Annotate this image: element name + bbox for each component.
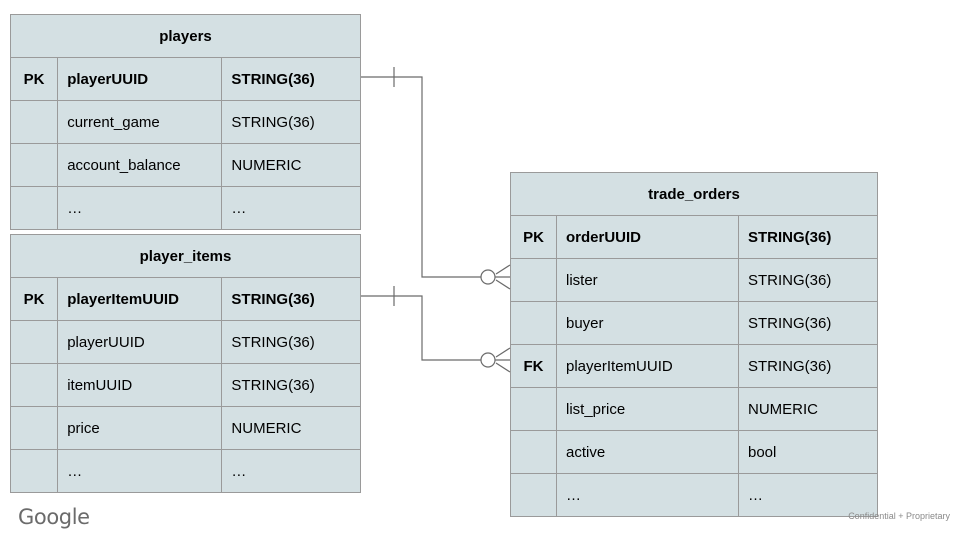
cardinality-zero-circle-2: [480, 352, 496, 368]
table-row[interactable]: itemUUID STRING(36): [9, 363, 361, 407]
row-field-name: active: [556, 430, 739, 474]
entity-player-items[interactable]: player_items PK playerItemUUID STRING(36…: [9, 234, 361, 493]
row-field-type: …: [221, 186, 361, 230]
row-field-type: STRING(36): [738, 215, 878, 259]
table-row[interactable]: playerUUID STRING(36): [9, 320, 361, 364]
table-row[interactable]: … …: [9, 186, 361, 230]
cardinality-zero-circle-1: [480, 269, 496, 285]
row-key-badge: [9, 143, 59, 187]
confidentiality-note: Confidential + Proprietary: [848, 511, 950, 521]
row-field-type: STRING(36): [221, 363, 361, 407]
row-field-name: price: [57, 406, 223, 450]
row-key-badge: [510, 301, 557, 345]
crows-foot-2: [495, 347, 511, 373]
row-key-badge: PK: [9, 57, 59, 101]
row-field-type: STRING(36): [738, 344, 878, 388]
row-field-name: itemUUID: [57, 363, 223, 407]
row-field-name: playerItemUUID: [57, 277, 223, 321]
row-field-name: account_balance: [57, 143, 223, 187]
row-field-name: …: [57, 186, 223, 230]
connector-line-2: [361, 295, 488, 361]
crows-foot-1: [495, 264, 511, 290]
table-row[interactable]: active bool: [510, 430, 878, 474]
row-field-name: playerItemUUID: [556, 344, 739, 388]
row-field-type: …: [738, 473, 878, 517]
entity-title-player-items: player_items: [10, 234, 361, 278]
row-field-name: list_price: [556, 387, 739, 431]
row-key-badge: PK: [510, 215, 557, 259]
row-field-name: lister: [556, 258, 739, 302]
entity-players[interactable]: players PK playerUUID STRING(36) current…: [9, 14, 361, 230]
row-key-badge: [9, 449, 59, 493]
row-field-type: STRING(36): [738, 301, 878, 345]
row-key-badge: [9, 363, 59, 407]
row-key-badge: [9, 320, 59, 364]
row-key-badge: PK: [9, 277, 59, 321]
entity-title-row: trade_orders: [510, 172, 878, 216]
row-field-type: STRING(36): [221, 320, 361, 364]
row-field-type: NUMERIC: [221, 143, 361, 187]
entity-title-row: players: [10, 14, 361, 58]
table-row[interactable]: PK orderUUID STRING(36): [510, 215, 878, 259]
relationship-players-to-trade-orders-lister: [361, 67, 511, 290]
table-row[interactable]: current_game STRING(36): [9, 100, 361, 144]
entity-title-row: player_items: [10, 234, 361, 278]
table-row[interactable]: account_balance NUMERIC: [9, 143, 361, 187]
table-row[interactable]: PK playerItemUUID STRING(36): [9, 277, 361, 321]
connector-line-1: [361, 76, 488, 278]
table-row[interactable]: lister STRING(36): [510, 258, 878, 302]
row-field-name: orderUUID: [556, 215, 739, 259]
table-row[interactable]: FK playerItemUUID STRING(36): [510, 344, 878, 388]
relationship-player-items-to-trade-orders-playeritemuuid: [361, 286, 511, 373]
row-field-type: …: [221, 449, 361, 493]
row-key-badge: FK: [510, 344, 557, 388]
table-row[interactable]: price NUMERIC: [9, 406, 361, 450]
table-row[interactable]: list_price NUMERIC: [510, 387, 878, 431]
row-field-type: STRING(36): [221, 57, 361, 101]
row-field-type: NUMERIC: [221, 406, 361, 450]
entity-title-trade-orders: trade_orders: [510, 172, 878, 216]
row-key-badge: [9, 406, 59, 450]
row-key-badge: [510, 387, 557, 431]
row-key-badge: [510, 430, 557, 474]
row-field-name: …: [556, 473, 739, 517]
row-key-badge: [9, 100, 59, 144]
row-field-name: buyer: [556, 301, 739, 345]
row-field-name: playerUUID: [57, 320, 223, 364]
row-field-name: …: [57, 449, 223, 493]
row-key-badge: [9, 186, 59, 230]
table-row[interactable]: … …: [510, 473, 878, 517]
table-row[interactable]: … …: [9, 449, 361, 493]
entity-title-players: players: [10, 14, 361, 58]
row-key-badge: [510, 473, 557, 517]
row-field-type: STRING(36): [738, 258, 878, 302]
row-field-type: NUMERIC: [738, 387, 878, 431]
row-field-name: playerUUID: [57, 57, 223, 101]
row-key-badge: [510, 258, 557, 302]
row-field-type: STRING(36): [221, 100, 361, 144]
table-row[interactable]: buyer STRING(36): [510, 301, 878, 345]
row-field-type: STRING(36): [221, 277, 361, 321]
row-field-type: bool: [738, 430, 878, 474]
row-field-name: current_game: [57, 100, 223, 144]
table-row[interactable]: PK playerUUID STRING(36): [9, 57, 361, 101]
google-logo: Google: [18, 505, 90, 529]
entity-trade-orders[interactable]: trade_orders PK orderUUID STRING(36) lis…: [510, 172, 878, 517]
